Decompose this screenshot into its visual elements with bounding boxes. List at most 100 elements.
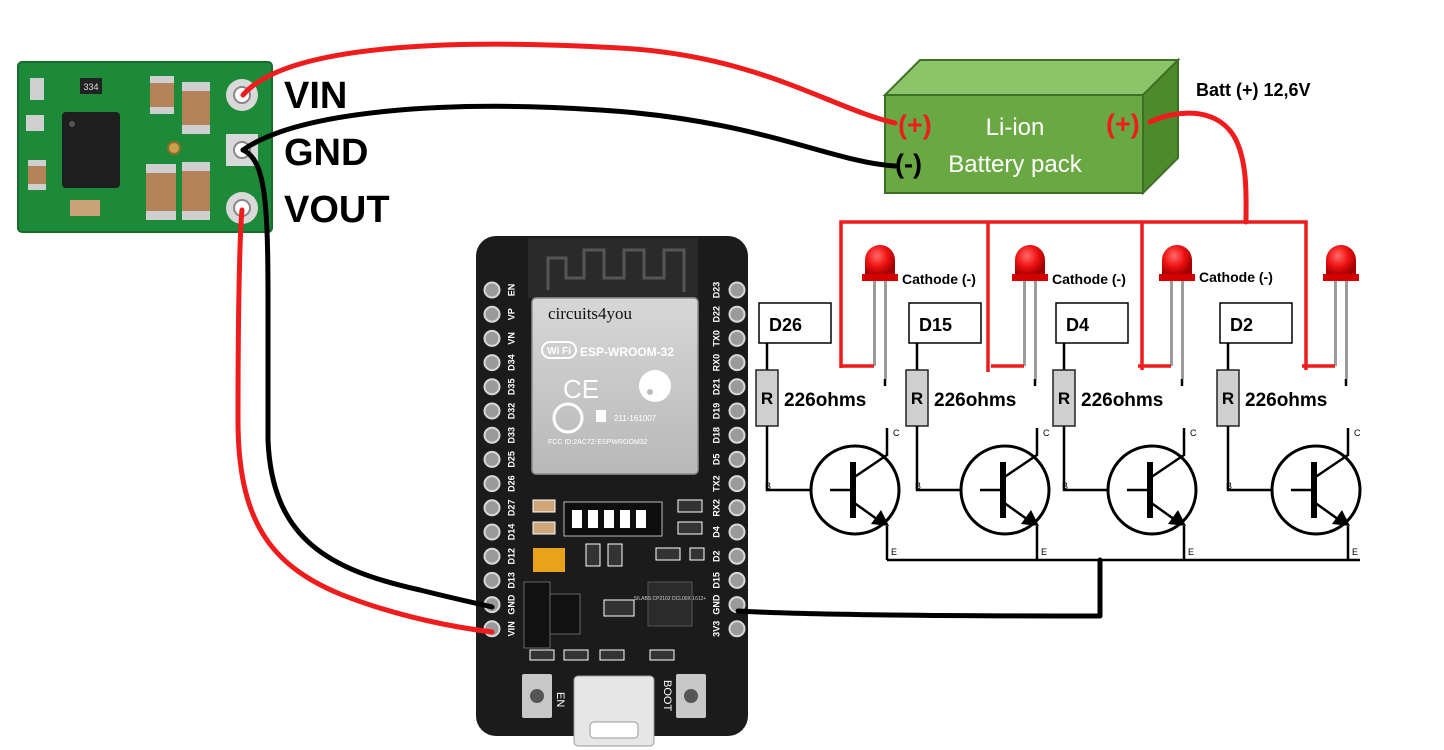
- wire-vin-to-battery-plus: [240, 41, 898, 126]
- battery-plus-left: (+): [898, 110, 932, 140]
- transistor-collector-label: C: [1043, 428, 1050, 438]
- esp-pin-left-d13[interactable]: [483, 571, 501, 589]
- battery-minus-left: (-): [895, 149, 922, 179]
- resistor-symbol: R: [761, 389, 773, 408]
- usb-port[interactable]: [573, 675, 655, 747]
- gpio-label-box: [1219, 302, 1293, 344]
- esp-pin-right-d22[interactable]: [728, 305, 746, 323]
- transistor-collector-label: C: [893, 428, 900, 438]
- esp-pin-right-rx2[interactable]: [728, 499, 746, 517]
- esp-pin-label: D21: [711, 379, 721, 396]
- esp-pin-label: D5: [711, 454, 721, 466]
- transistor-emitter-label: E: [1352, 547, 1358, 557]
- base-wire: [765, 426, 830, 492]
- esp-pin-label: D23: [711, 282, 721, 299]
- wire-gnd-to-esp-gnd: [240, 147, 495, 610]
- esp-pin-left-d25[interactable]: [483, 450, 501, 468]
- gpio-label: D26: [769, 315, 802, 335]
- resistor-value: 226ohms: [1245, 390, 1327, 411]
- board-brand: circuits4you: [548, 304, 633, 323]
- esp-pin-left-d35[interactable]: [483, 378, 501, 396]
- esp-pin-right-d15[interactable]: [728, 571, 746, 589]
- resistor-value: 226ohms: [1081, 390, 1163, 411]
- gpio-label-box: [908, 302, 982, 344]
- esp-pin-left-d33[interactable]: [483, 426, 501, 444]
- esp-pin-left-d12[interactable]: [483, 547, 501, 565]
- esp-pin-right-3v3[interactable]: [728, 620, 746, 638]
- battery-voltage-label: Batt (+) 12,6V: [1196, 80, 1311, 100]
- battery-pack: [882, 57, 1181, 196]
- esp-pin-label: D27: [506, 500, 516, 517]
- gpio-label-box: [758, 302, 832, 344]
- esp-pin-right-rx0[interactable]: [728, 354, 746, 372]
- transistor-base-label: B: [1226, 481, 1232, 491]
- pin-label-gnd: GND: [284, 132, 368, 174]
- boot-button[interactable]: [676, 674, 706, 718]
- esp-pin-label: D12: [506, 548, 516, 565]
- cathode-label: Cathode (-): [902, 271, 976, 287]
- gpio-label: D15: [919, 315, 952, 335]
- esp-pin-left-d32[interactable]: [483, 402, 501, 420]
- esp-pin-left-d14[interactable]: [483, 523, 501, 541]
- esp-pin-label: D19: [711, 403, 721, 420]
- transistor-base-label: B: [1062, 481, 1068, 491]
- esp-pin-left-d26[interactable]: [483, 475, 501, 493]
- battery-subtitle: Battery pack: [948, 151, 1082, 178]
- esp-wroom-module: [531, 297, 699, 475]
- esp-pin-right-tx2[interactable]: [728, 475, 746, 493]
- esp-pin-left-d27[interactable]: [483, 499, 501, 517]
- esp-pin-right-tx0[interactable]: [728, 329, 746, 347]
- en-button[interactable]: [522, 674, 552, 718]
- resistor-symbol: R: [1058, 389, 1070, 408]
- dc-converter-module: 334: [17, 61, 273, 233]
- red-led: [1012, 245, 1048, 379]
- esp-pin-label: 3V3: [711, 621, 721, 637]
- pin-label-vin: VIN: [284, 75, 347, 117]
- uart-chip: [647, 581, 693, 627]
- esp-pin-label: GND: [711, 594, 721, 615]
- esp-pin-label: D14: [506, 524, 516, 541]
- red-led: [1159, 245, 1195, 379]
- gpio-label-box: [1055, 302, 1129, 344]
- esp-pin-label: D34: [506, 354, 516, 371]
- wire-vout-to-esp-vin: [235, 207, 495, 635]
- gpio-label: D4: [1066, 315, 1089, 335]
- en-button-label: EN: [554, 692, 566, 707]
- esp-pin-right-d5[interactable]: [728, 450, 746, 468]
- battery-plus-right: (+): [1106, 109, 1140, 139]
- transistor-base-label: B: [915, 481, 921, 491]
- esp-pin-label: VN: [506, 332, 516, 345]
- esp-pin-label: EN: [506, 284, 516, 297]
- battery-name: Li-ion: [986, 114, 1045, 141]
- esp-pin-right-d2[interactable]: [728, 547, 746, 565]
- esp-pin-label: VIN: [506, 621, 516, 636]
- esp-pin-label: D2: [711, 550, 721, 562]
- uart-chip-label: SILABS CP2102 DCL00X 1612+: [634, 596, 707, 602]
- esp-pin-left-d34[interactable]: [483, 354, 501, 372]
- esp-pin-label: D26: [506, 475, 516, 492]
- esp-pin-label: D18: [711, 427, 721, 444]
- cathode-label: Cathode (-): [1052, 271, 1126, 287]
- esp-pin-right-d23[interactable]: [728, 281, 746, 299]
- esp-pin-right-d19[interactable]: [728, 402, 746, 420]
- esp-pin-label: D4: [711, 526, 721, 538]
- esp-pin-right-d4[interactable]: [728, 523, 746, 541]
- esp-pin-right-d18[interactable]: [728, 426, 746, 444]
- base-wire: [1226, 426, 1291, 492]
- esp-pin-label: TX2: [711, 475, 721, 492]
- esp-pin-left-vn[interactable]: [483, 329, 501, 347]
- esp-pin-label: RX0: [711, 354, 721, 372]
- esp-pin-label: D22: [711, 306, 721, 323]
- esp-pin-left-en[interactable]: [483, 281, 501, 299]
- esp-pin-label: D35: [506, 379, 516, 396]
- module-name: ESP-WROOM-32: [580, 345, 674, 359]
- wires: [235, 41, 1249, 635]
- esp-pin-right-d21[interactable]: [728, 378, 746, 396]
- esp-pin-label: D15: [711, 572, 721, 589]
- esp-pin-left-vp[interactable]: [483, 305, 501, 323]
- red-led: [862, 245, 898, 379]
- wire-esp-gnd-to-emitter-bus: [735, 557, 1103, 619]
